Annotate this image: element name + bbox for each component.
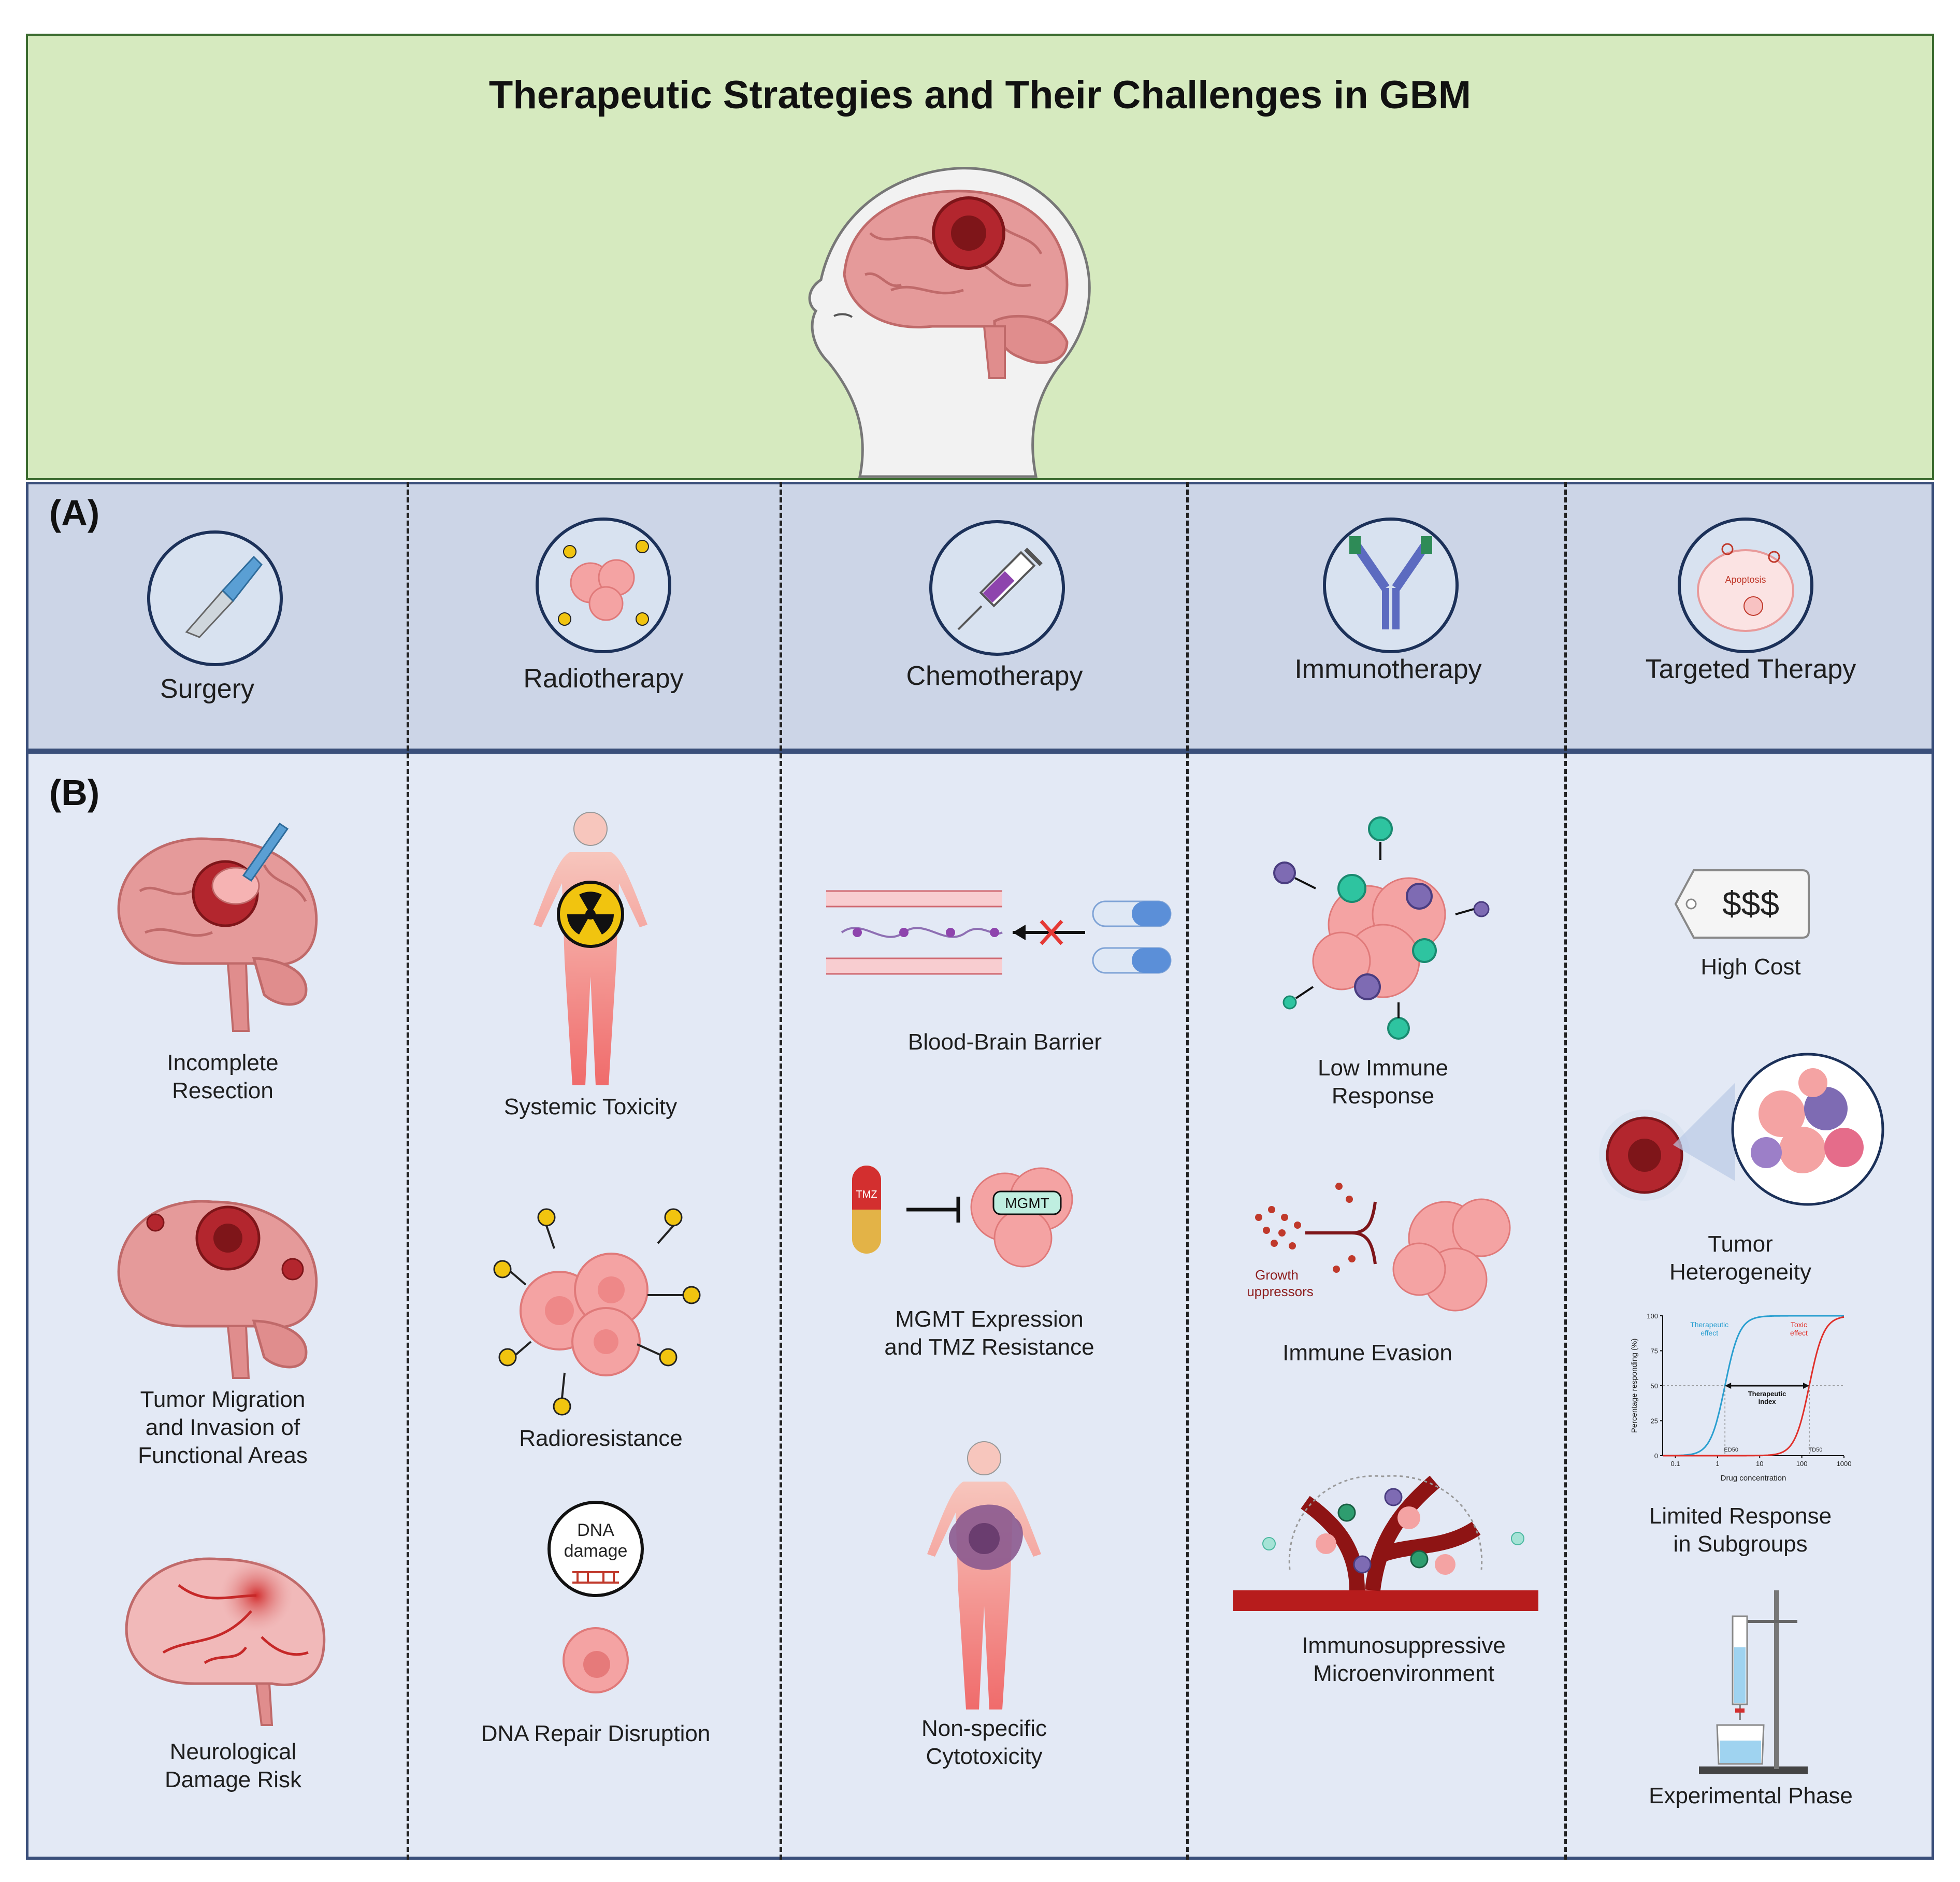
y-tick-label: 50: [1651, 1382, 1658, 1390]
y-tick-label: 100: [1647, 1312, 1658, 1320]
scalpel-icon: [147, 530, 283, 666]
human-cytotoxicity-icon: [927, 1441, 1041, 1709]
lab-stand-icon: [1699, 1590, 1808, 1774]
x-tick-label: 10: [1756, 1460, 1763, 1468]
brain-scalpel-icon: [117, 822, 318, 1032]
ed50-label: ED50: [1724, 1447, 1738, 1453]
arrowhead-left: [1725, 1383, 1732, 1389]
human-radiation-icon: [534, 812, 647, 1085]
category-surgery: Surgery: [160, 674, 255, 704]
series-line-0: [1663, 1315, 1844, 1457]
antibody-icon: [1323, 518, 1459, 653]
dna-damage-text-line2: damage: [564, 1541, 628, 1561]
x-axis-label: Drug concentration: [1721, 1474, 1786, 1483]
category-targeted-therapy: Targeted Therapy: [1645, 654, 1856, 684]
column-divider: [1564, 482, 1567, 1860]
blood-brain-barrier-icon: [826, 890, 1172, 975]
y-tick-label: 25: [1651, 1417, 1658, 1425]
y-tick-label: 75: [1651, 1347, 1658, 1355]
therapeutic-index-label: index: [1759, 1398, 1777, 1405]
label-non-specific-cytotoxicity: Non-specific Cytotoxicity: [921, 1716, 1047, 1769]
label-blood-brain-barrier: Blood-Brain Barrier: [907, 1029, 1102, 1055]
syringe-icon: [929, 520, 1065, 656]
label-incomplete-resection: Incomplete Resection: [167, 1050, 279, 1103]
tmz-text: TMZ: [856, 1189, 877, 1200]
growth-suppressors-line1: Growth: [1255, 1267, 1299, 1283]
immune-cells-tumor-icon: [1273, 816, 1490, 1040]
tumor-heterogeneity-icon: [1599, 1053, 1884, 1206]
column-divider: [780, 482, 782, 1860]
label-tumor-heterogeneity: Tumor Heterogeneity: [1669, 1231, 1811, 1285]
td50-label: TD50: [1809, 1447, 1823, 1453]
category-radiotherapy: Radiotherapy: [523, 664, 684, 694]
series-label-0: effect: [1700, 1329, 1718, 1337]
label-low-immune-response: Low Immune Response: [1318, 1055, 1448, 1109]
label-radioresistance: Radioresistance: [519, 1426, 683, 1451]
apoptosis-text: Apoptosis: [1725, 574, 1766, 585]
growth-suppressors-line2: suppressors: [1248, 1284, 1314, 1299]
section-b-label: (B): [49, 772, 100, 813]
x-tick-label: 0.1: [1670, 1460, 1680, 1468]
mgmt-text: MGMT: [1005, 1195, 1049, 1211]
series-label-0: Therapeutic: [1690, 1320, 1728, 1329]
category-immunotherapy: Immunotherapy: [1294, 654, 1482, 684]
label-immunosuppressive-microenvironment: Immunosuppressive Microenvironment: [1302, 1633, 1506, 1686]
brain-migration-icon: [117, 1200, 318, 1379]
label-high-cost: High Cost: [1700, 954, 1801, 980]
radioresistant-cells-icon: [493, 1208, 701, 1416]
price-tag-icon: $$$: [1674, 869, 1810, 939]
immunosuppressive-microenvironment-icon: [1233, 1475, 1538, 1611]
series-label-1: effect: [1790, 1329, 1808, 1337]
y-tick-label: 0: [1654, 1452, 1658, 1460]
dna-damage-icon: DNA damage: [547, 1501, 644, 1693]
immune-evasion-icon: Growth suppressors: [1248, 1183, 1511, 1312]
x-tick-label: 100: [1796, 1460, 1808, 1468]
label-neurological-damage: Neurological Damage Risk: [164, 1739, 302, 1792]
label-dna-repair-disruption: DNA Repair Disruption: [481, 1721, 711, 1746]
category-chemotherapy: Chemotherapy: [906, 661, 1083, 691]
head-brain-tumor-icon: [808, 167, 1091, 478]
dna-damage-text-line1: DNA: [577, 1520, 614, 1540]
y-axis-label: Percentage responding (%): [1630, 1339, 1639, 1433]
column-divider: [1186, 482, 1189, 1860]
label-systemic-toxicity: Systemic Toxicity: [503, 1094, 678, 1119]
section-a-label: (A): [49, 493, 100, 533]
therapeutic-index-label: Therapeutic: [1748, 1390, 1786, 1398]
figure-title: Therapeutic Strategies and Their Challen…: [488, 73, 1472, 117]
radiation-cells-icon: [536, 518, 671, 653]
series-label-1: Toxic: [1791, 1320, 1807, 1329]
label-mgmt-tmz-resistance: MGMT Expression and TMZ Resistance: [884, 1306, 1094, 1360]
targeted-cell-icon: Apoptosis: [1678, 518, 1813, 653]
x-tick-label: 1: [1716, 1460, 1719, 1468]
label-limited-response: Limited Response in Subgroups: [1649, 1503, 1832, 1557]
x-tick-label: 1000: [1837, 1460, 1852, 1468]
column-divider: [407, 482, 409, 1860]
tmz-mgmt-icon: TMZ MGMT: [852, 1166, 1073, 1268]
label-tumor-migration: Tumor Migration and Invasion of Function…: [138, 1387, 308, 1468]
price-tag-text: $$$: [1722, 884, 1779, 923]
arrowhead-right: [1803, 1383, 1809, 1389]
brain-damage-icon: [125, 1557, 326, 1726]
label-experimental-phase: Experimental Phase: [1649, 1783, 1853, 1808]
series-line-1: [1663, 1316, 1844, 1457]
label-immune-evasion: Immune Evasion: [1282, 1340, 1452, 1366]
